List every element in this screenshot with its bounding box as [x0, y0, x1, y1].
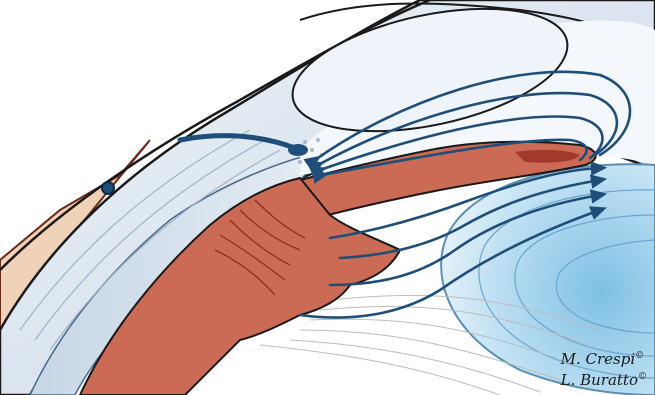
- collector-channel: [102, 182, 114, 194]
- credit-line-2: L. Buratto©: [561, 368, 647, 389]
- author-credits: M. Crespi© L. Buratto©: [561, 347, 647, 389]
- credit-line-1: M. Crespi©: [561, 347, 647, 368]
- schlemm-canal-end: [288, 144, 308, 156]
